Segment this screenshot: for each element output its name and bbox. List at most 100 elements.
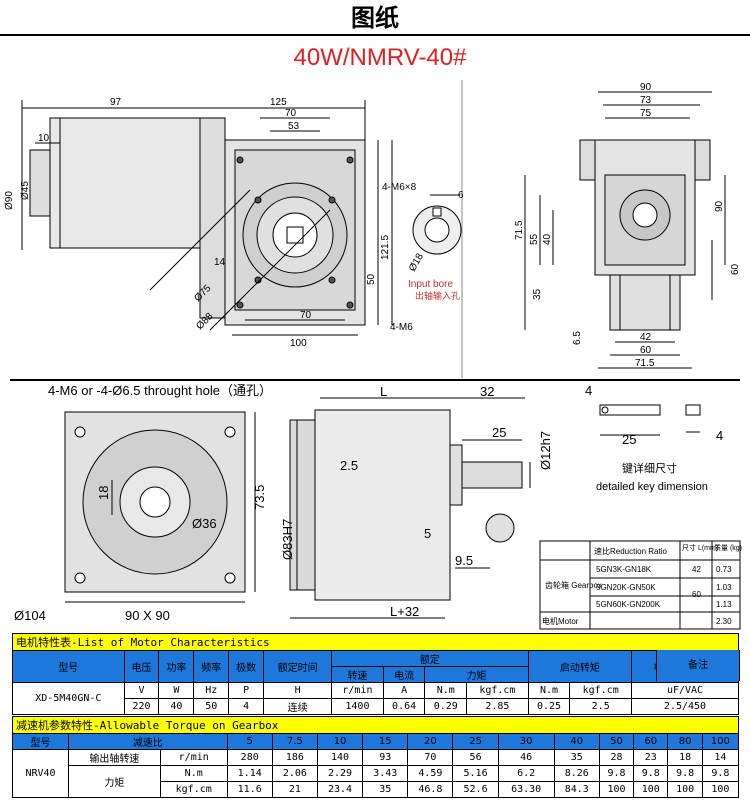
kgf-cell: 100 [701, 781, 740, 798]
drawing-canvas: 97 125 70 53 10 Ø90 Ø45 4-M6×8 121.5 50 … [4, 80, 742, 630]
dim-side-75: 75 [640, 108, 652, 119]
dim-6: 6 [458, 190, 464, 201]
kgf-cell: 84.3 [553, 781, 600, 798]
input-bore-label: Input bore [408, 279, 453, 290]
val-speed: 1400 [331, 698, 384, 715]
ratio-cell: 40 [553, 733, 600, 750]
torque-model: NRV40 [12, 749, 69, 798]
page-header: 图纸 [0, 0, 750, 36]
key-caption-cn: 键详细尺寸 [622, 461, 677, 475]
key-caption-en: detailed key dimension [596, 481, 708, 493]
kgf-cell: 35 [362, 781, 409, 798]
speed-cell: 70 [407, 749, 454, 766]
unit-v: V [123, 682, 160, 699]
label-4-m6: 4-M6 [390, 322, 413, 333]
dim-d90: Ø90 [4, 191, 15, 210]
dim-side-35: 35 [532, 288, 543, 300]
ratio-header: 速比Reduction Ratio [594, 546, 667, 556]
ratio-row-2: 5GN20K-GN50K [596, 583, 656, 592]
nm-cell: 9.8 [667, 765, 703, 782]
val-frequency: 50 [193, 698, 230, 715]
dim-motor-d12h7: Ø12h7 [538, 431, 553, 470]
dim-side-55: 55 [529, 233, 540, 245]
speed-cell: 14 [701, 749, 740, 766]
nm-cell: 1.14 [226, 765, 273, 782]
unit-rmin: r/min [331, 682, 384, 699]
remarks-header-text: 备注 [688, 660, 708, 671]
nm-cell: 4.59 [407, 765, 454, 782]
nm-cell: 6.2 [497, 765, 555, 782]
motor-characteristics-table: 电机特性表-List of Motor Characteristics 型号 电… [12, 633, 739, 715]
kgf-cell: 23.4 [316, 781, 364, 798]
dim-key-4a: 4 [585, 383, 592, 398]
val-torque-kgfcm: 2.85 [466, 698, 529, 715]
unit-h: H [263, 682, 333, 699]
val-start-nm: 0.25 [527, 698, 571, 715]
unit-p: P [228, 682, 265, 699]
motor-dimensions: 4-M6 or -4-Ø6.5 throught hole（通孔） 18 Ø36… [14, 383, 723, 623]
ratio-cell: 100 [701, 733, 740, 750]
speed-cell: 280 [226, 749, 273, 766]
unit-kgfcm: kgf.cm [466, 682, 529, 699]
kgf-cell: 11.6 [226, 781, 273, 798]
dim-121-5: 121.5 [380, 235, 391, 260]
ratio-cell: 20 [407, 733, 454, 750]
dim-125: 125 [270, 97, 287, 108]
ratio-row-3: 5GN60K-GN200K [596, 600, 661, 609]
dim-motor-d83h7: Ø83H7 [280, 519, 295, 560]
col-speed: 转速 [331, 666, 384, 683]
title-divider [0, 34, 750, 36]
dim-70-bottom: 70 [300, 310, 312, 321]
mass-header: 质量 (kg) [714, 543, 742, 552]
col-poles: 极数 [228, 650, 265, 683]
mass-row-2: 1.03 [716, 583, 732, 592]
col-power: 功率 [158, 650, 195, 683]
size-row-1: 42 [692, 565, 701, 574]
speed-cell: 46 [497, 749, 555, 766]
gearbox-label: 齿轮箱 Gearbox [545, 580, 602, 590]
speed-cell: 23 [633, 749, 669, 766]
dim-motor-l: L [380, 384, 387, 399]
dim-side-73: 73 [640, 95, 652, 106]
technical-drawing: 97 125 70 53 10 Ø90 Ø45 4-M6×8 121.5 50 … [0, 36, 750, 632]
ratio-cell: 30 [497, 733, 555, 750]
kgf-cell: 52.6 [452, 781, 499, 798]
ratio-cell: 7.5 [271, 733, 318, 750]
ratio-cell: 60 [633, 733, 669, 750]
nm-cell: 8.26 [553, 765, 600, 782]
ratio-cell: 10 [316, 733, 364, 750]
unit-start-nm: N.m [527, 682, 571, 699]
dim-key-4b: 4 [716, 428, 723, 443]
kgf-cell: 100 [667, 781, 703, 798]
dim-d18: Ø18 [407, 251, 426, 273]
ratio-cell: 25 [452, 733, 499, 750]
val-torque-nm: 0.29 [424, 698, 468, 715]
dim-motor-25: 25 [492, 425, 506, 440]
val-current: 0.64 [382, 698, 426, 715]
ratio-cell: 80 [667, 733, 703, 750]
kgf-cell: 100 [598, 781, 635, 798]
motor-label: 电机Motor [542, 616, 579, 626]
unit-start-kgfcm: kgf.cm [569, 682, 633, 699]
unit-w: W [158, 682, 195, 699]
dim-100: 100 [290, 338, 307, 349]
dim-key-25: 25 [622, 432, 636, 447]
remarks-header: 备注 [656, 650, 740, 681]
size-header: 尺寸 L(mm) [682, 543, 718, 552]
motor-table-banner: 电机特性表-List of Motor Characteristics [12, 633, 739, 651]
label-4-m6x8: 4-M6×8 [382, 182, 417, 193]
unit-a: A [382, 682, 426, 699]
dim-10: 10 [38, 133, 50, 144]
dim-motor-l32: L+32 [390, 604, 419, 619]
speed-label: 输出轴转速 [68, 749, 161, 766]
page-title: 图纸 [351, 4, 399, 32]
input-bore-label-cn: 出轴输入孔 [415, 290, 460, 301]
col-rated: 额定 [331, 650, 529, 667]
torque-label: 力矩 [68, 765, 161, 798]
unit-capacitor: uF/VAC [631, 682, 739, 699]
col-rated-time: 额定时间 [263, 650, 333, 683]
nm-cell: 3.43 [362, 765, 409, 782]
speed-cell: 18 [667, 749, 703, 766]
gearbox-dimensions: 97 125 70 53 10 Ø90 Ø45 4-M6×8 121.5 50 … [4, 82, 741, 369]
nm-unit: N.m [159, 765, 228, 782]
